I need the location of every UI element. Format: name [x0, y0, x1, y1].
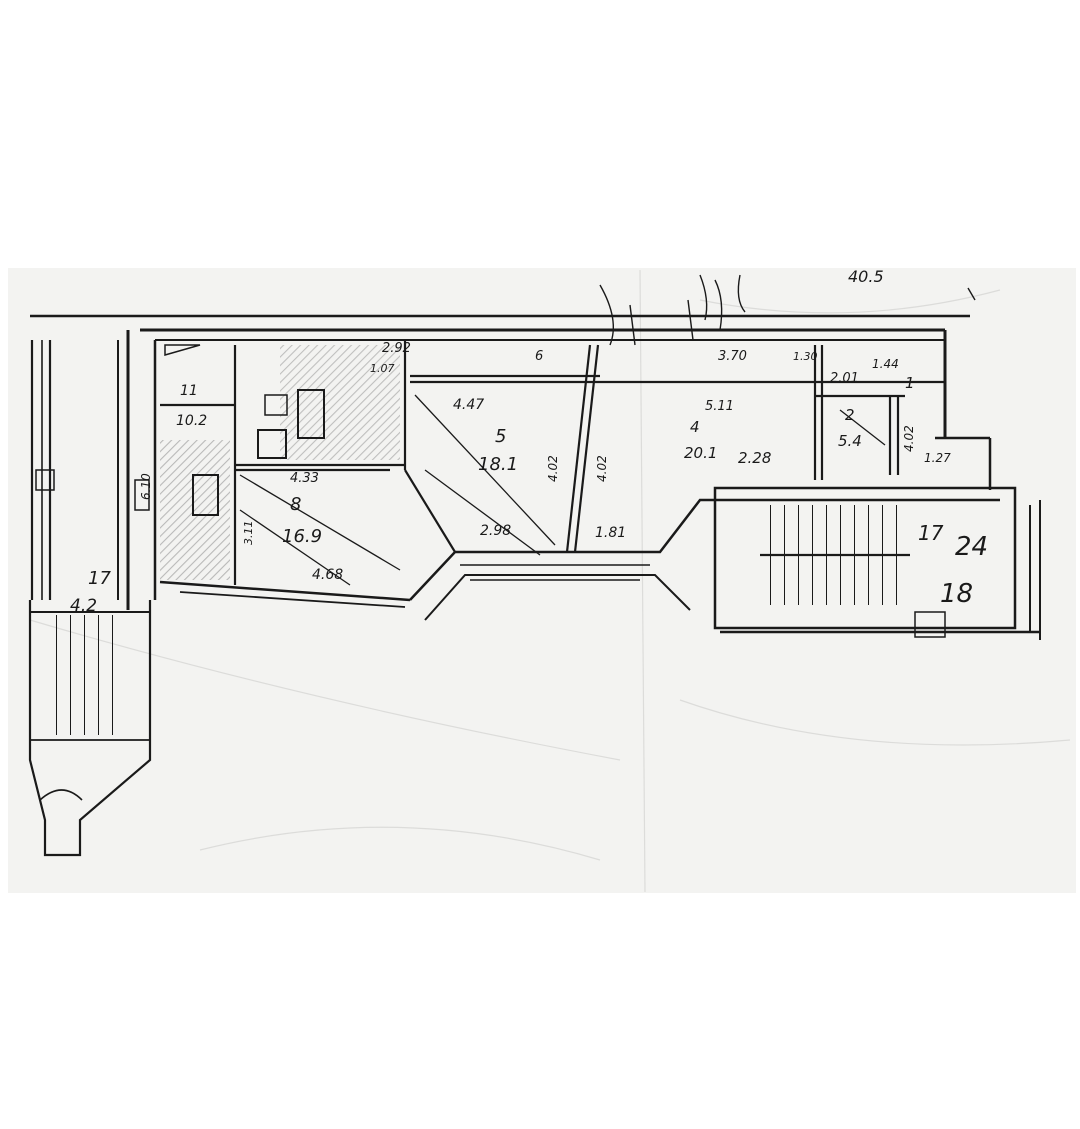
- dim-label: 1.27: [924, 451, 951, 465]
- dim-label: 4.02: [595, 455, 609, 482]
- dim-label: 3.11: [242, 521, 255, 546]
- stair-right-label-c: 18: [940, 579, 973, 609]
- room-4-area: 20.1: [684, 444, 717, 462]
- dim-label: 6: [535, 349, 543, 364]
- room-5-number: 5: [495, 426, 506, 447]
- room-11-area: 10.2: [176, 413, 207, 429]
- room-1-number: 1: [905, 374, 915, 392]
- room-11-number: 11: [180, 383, 198, 399]
- dim-label: 1.81: [595, 525, 626, 541]
- dim-label: 1.44: [872, 357, 899, 371]
- dim-label: 6.10: [139, 473, 153, 500]
- dim-label: 3.70: [718, 349, 747, 364]
- area-diagonals: [239, 394, 886, 586]
- room-2-number: 2: [845, 406, 855, 424]
- interior-walls: [160, 340, 945, 585]
- pen-scratches: [599, 274, 976, 346]
- stair-left-label-a: 17: [88, 568, 111, 589]
- dim-label: 4.02: [902, 425, 916, 452]
- dim-label: 4.68: [312, 567, 343, 583]
- room-8-number: 8: [290, 494, 301, 515]
- dim-label: 4.02: [546, 455, 560, 482]
- dim-label: 2.28: [738, 449, 771, 467]
- stair-right-label-b: 24: [955, 532, 988, 562]
- dim-label: 5.11: [705, 399, 734, 414]
- room-2-area: 5.4: [838, 432, 862, 450]
- stair-right: [713, 486, 1041, 640]
- dim-label: 1.30: [793, 350, 818, 363]
- stair-left: [28, 340, 152, 857]
- room-5-area: 18.1: [478, 454, 518, 475]
- room-4-number: 4: [690, 418, 700, 436]
- shaded-zones: [160, 344, 400, 580]
- top-scrawl: 40.5: [848, 267, 884, 286]
- stair-right-label-a: 17: [918, 521, 944, 545]
- dim-label: 4.47: [453, 397, 484, 413]
- stair-left-label-b: 4.2: [70, 596, 97, 616]
- dim-label: 1.07: [370, 362, 395, 375]
- exterior-walls: [30, 314, 1000, 621]
- dim-label: 4.33: [290, 471, 319, 486]
- dim-label: 2.01: [830, 371, 859, 386]
- dim-label: 2.98: [480, 523, 511, 539]
- room-8-area: 16.9: [282, 526, 322, 547]
- dim-label: 2.92: [382, 341, 411, 356]
